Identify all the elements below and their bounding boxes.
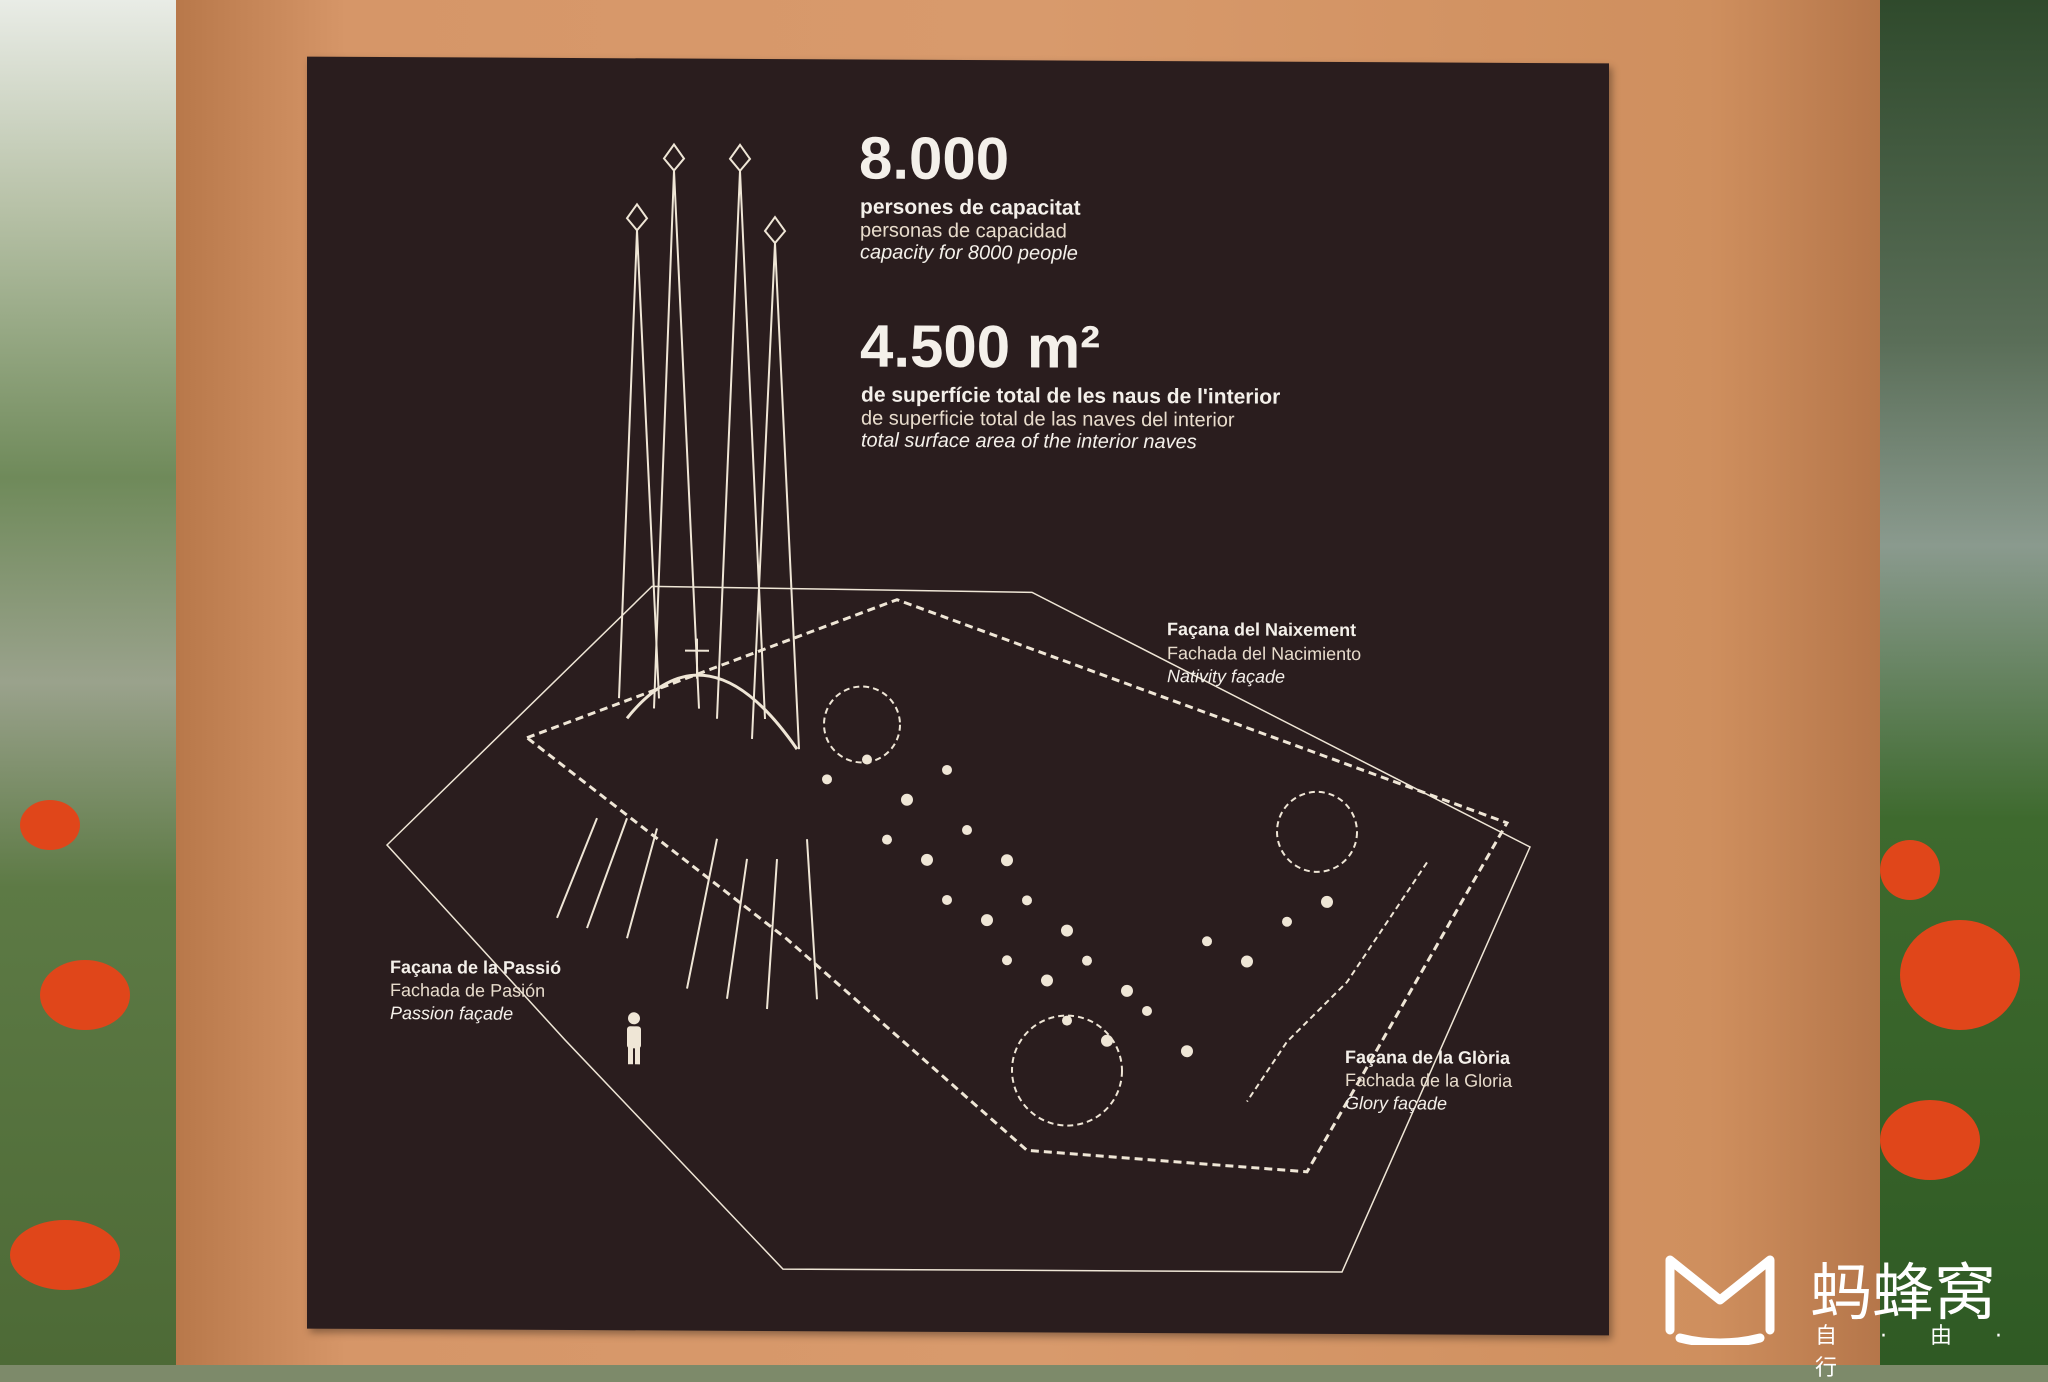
berries [1900,920,2020,1030]
surface-label-catalan: de superfície total de les naus de l'int… [861,383,1281,409]
nave-outline [523,598,1510,1174]
surface-value: 4.500 m² [860,312,1101,381]
watermark-brand: 蚂蜂窝 [1810,1256,1997,1329]
passion-facade-spanish: Fachada de Pasión [390,980,546,1001]
capacity-label-catalan: persones de capacitat [860,195,1081,220]
glory-facade-catalan: Façana de la Glòria [1345,1047,1511,1068]
berries [20,800,80,850]
column-dots [822,754,1333,1058]
nativity-facade-english: Nativity façade [1167,666,1286,687]
berries [1880,1100,1980,1180]
nativity-facade-catalan: Façana del Naixement [1167,619,1357,641]
berries [40,960,130,1030]
person-scale-icon [627,1012,641,1065]
capacity-label-english: capacity for 8000 people [860,241,1078,265]
surface-label-english: total surface area of the interior naves [861,429,1197,454]
foliage-background-left [0,0,200,1365]
basilica-plan-drawing [385,142,1531,1273]
berries [10,1220,120,1290]
surface-label-spanish: de superficie total de las naves del int… [861,407,1235,432]
capacity-value: 8.000 [859,124,1010,193]
watermark-tagline: 自 · 由 · 行 [1815,1324,2020,1381]
info-sign-board: 8.000 persones de capacitat personas de … [307,56,1609,1336]
berries [1880,840,1940,900]
glory-facade-spanish: Fachada de la Gloria [1345,1070,1513,1091]
watermark: 蚂蜂窝 自 · 由 · 行 [1660,1240,2040,1381]
capacity-label-spanish: personas de capacidad [860,219,1067,243]
passion-facade-english: Passion façade [390,1003,514,1024]
glory-facade-english: Glory façade [1345,1093,1448,1114]
mafengwo-logo-icon [1665,1255,1775,1345]
site-outline [385,585,1531,1273]
passion-facade-catalan: Façana de la Passió [390,957,562,978]
tower-icon [556,142,818,1010]
nativity-facade-spanish: Fachada del Nacimiento [1167,643,1362,665]
